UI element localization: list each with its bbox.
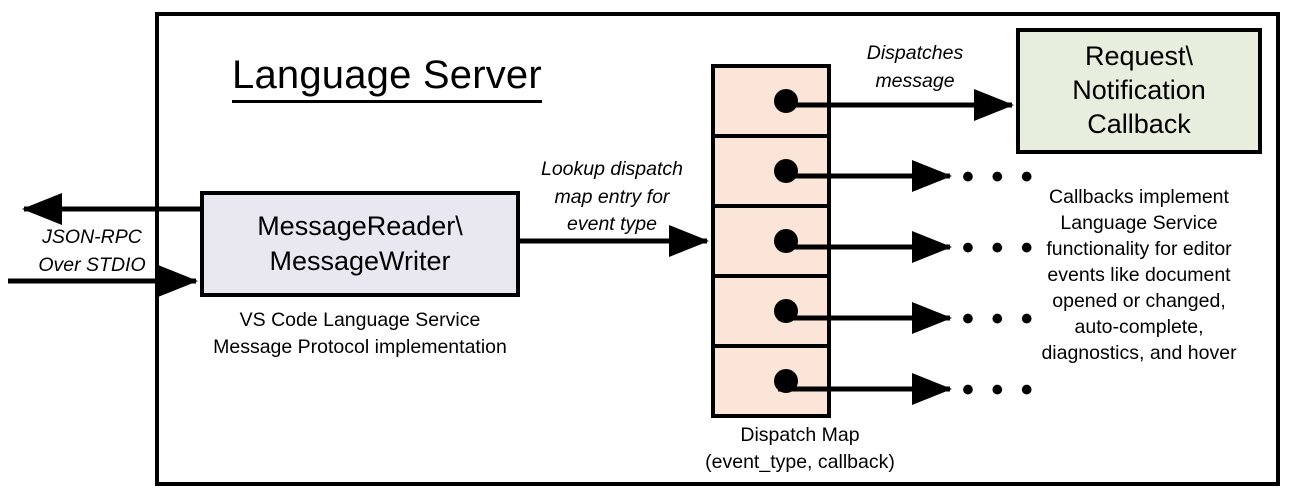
- lookup-dispatch-label: Lookup dispatch map entry for event type: [512, 156, 712, 239]
- dispatch-map-table[interactable]: [711, 64, 831, 418]
- request-notification-callback-box[interactable]: Request\ Notification Callback: [1016, 28, 1262, 154]
- lookup-label-line1: Lookup dispatch: [540, 158, 684, 180]
- callback-box-label: Request\ Notification Callback: [1072, 40, 1206, 141]
- callback-pointer-dot-icon: [774, 159, 798, 183]
- ellipsis-row-3: • • •: [962, 229, 1037, 267]
- callback-pointer-dot-icon: [774, 229, 798, 253]
- callback-desc-line7: diagnostics, and hover: [1041, 341, 1237, 364]
- dispatch-map-caption-line2: (event_type, callback): [705, 450, 895, 473]
- message-writer-label: MessageWriter: [269, 246, 451, 276]
- message-io-caption-line1: VS Code Language Service: [239, 309, 481, 331]
- callback-desc-line2: Language Service: [1060, 211, 1218, 234]
- json-rpc-channel-label: JSON-RPC Over STDIO: [12, 224, 172, 279]
- callback-label-line1: Request\: [1084, 41, 1194, 72]
- callback-pointer-dot-icon: [774, 299, 798, 323]
- callback-description: Callbacks implement Language Service fun…: [1006, 185, 1272, 366]
- dispatch-map-caption-line1: Dispatch Map: [740, 424, 860, 446]
- message-reader-writer-box[interactable]: MessageReader\ MessageWriter: [200, 191, 520, 297]
- page-title: Language Server: [232, 52, 542, 104]
- message-io-caption: VS Code Language Service Message Protoco…: [170, 307, 550, 361]
- callback-pointer-dot-icon: [774, 369, 798, 393]
- dispatches-label-line2: message: [875, 69, 955, 92]
- dispatches-message-label: Dispatches message: [830, 40, 1000, 95]
- ellipsis-row-4: • • •: [962, 300, 1037, 338]
- callback-label-line3: Callback: [1087, 108, 1191, 139]
- language-server-boundary: [155, 12, 1280, 486]
- ellipsis-row-2: • • •: [962, 158, 1037, 196]
- callback-desc-line6: auto-complete,: [1074, 315, 1204, 338]
- lookup-label-line3: event type: [567, 213, 657, 236]
- dispatch-map-row[interactable]: [715, 138, 827, 208]
- json-rpc-label-line1: JSON-RPC: [42, 226, 142, 248]
- dispatch-map-row[interactable]: [715, 68, 827, 138]
- lookup-label-line2: map entry for: [554, 185, 670, 208]
- callback-desc-line1: Callbacks implement: [1049, 186, 1229, 208]
- dispatch-map-row[interactable]: [715, 208, 827, 278]
- dispatch-map-row[interactable]: [715, 278, 827, 348]
- dispatches-label-line1: Dispatches: [866, 42, 964, 64]
- callback-desc-line3: functionality for editor: [1046, 237, 1232, 260]
- json-rpc-label-line2: Over STDIO: [38, 253, 146, 276]
- dispatch-map-row[interactable]: [715, 348, 827, 414]
- callback-desc-line4: events like document: [1047, 263, 1231, 286]
- callback-label-line2: Notification: [1072, 75, 1206, 106]
- message-reader-label: MessageReader\: [257, 211, 463, 242]
- message-io-caption-line2: Message Protocol implementation: [213, 335, 507, 358]
- ellipsis-row-5: • • •: [962, 371, 1037, 409]
- callback-pointer-dot-icon: [774, 89, 798, 113]
- message-reader-writer-label: MessageReader\ MessageWriter: [257, 209, 463, 278]
- dispatch-map-caption: Dispatch Map (event_type, callback): [645, 422, 955, 476]
- callback-desc-line5: opened or changed,: [1052, 289, 1226, 312]
